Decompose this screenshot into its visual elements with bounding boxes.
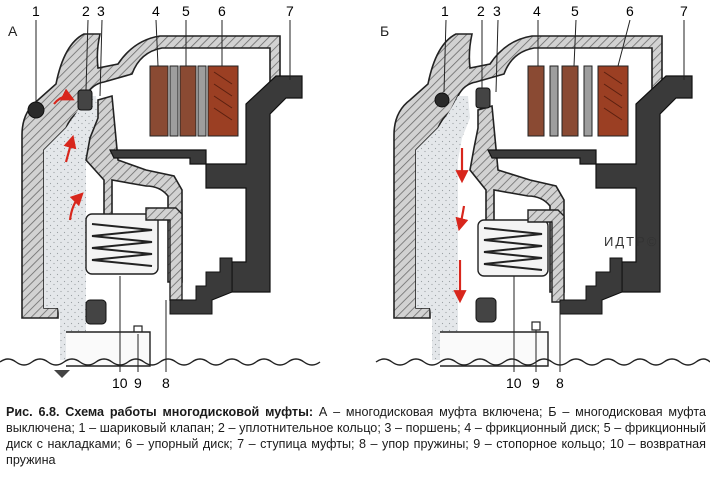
return-spring bbox=[477, 219, 549, 277]
label-9: 9 bbox=[134, 375, 142, 391]
break-line bbox=[0, 358, 321, 366]
caption-lead: Рис. 6.8. Схема работы многодисковой муф… bbox=[6, 405, 314, 419]
label-8: 8 bbox=[556, 375, 564, 391]
ball-valve bbox=[434, 92, 450, 108]
leader-lines bbox=[35, 19, 291, 372]
disc-pack bbox=[527, 65, 629, 137]
label-9: 9 bbox=[532, 375, 540, 391]
clutch-hub bbox=[109, 75, 303, 293]
lower-seal bbox=[85, 299, 107, 325]
label-1: 1 bbox=[32, 3, 40, 19]
panel-disengaged: Б bbox=[375, 3, 710, 391]
label-8: 8 bbox=[162, 375, 170, 391]
label-4: 4 bbox=[152, 3, 160, 19]
panel-letter: А bbox=[8, 23, 18, 39]
oil-flow-arrows bbox=[453, 148, 469, 304]
label-7: 7 bbox=[286, 3, 294, 19]
label-6: 6 bbox=[626, 3, 634, 19]
ball-valve bbox=[27, 101, 45, 119]
hub-base-steps bbox=[559, 257, 623, 315]
shaft bbox=[440, 331, 549, 367]
label-10: 10 bbox=[112, 375, 128, 391]
label-4: 4 bbox=[533, 3, 541, 19]
oil-channel bbox=[44, 96, 98, 360]
panel-letter: Б bbox=[380, 23, 389, 39]
label-3: 3 bbox=[97, 3, 105, 19]
label-5: 5 bbox=[182, 3, 190, 19]
hub-base-steps bbox=[169, 257, 233, 315]
disc-pack bbox=[149, 65, 239, 137]
return-spring bbox=[85, 213, 159, 275]
spring-stop bbox=[527, 209, 565, 303]
shaft bbox=[66, 331, 151, 367]
watermark: ИДТР© bbox=[604, 234, 658, 249]
figure-caption: Рис. 6.8. Схема работы многодисковой муф… bbox=[6, 404, 706, 468]
retaining-ring bbox=[531, 321, 541, 331]
label-7: 7 bbox=[680, 3, 688, 19]
label-6: 6 bbox=[218, 3, 226, 19]
oil-flow-arrows bbox=[53, 88, 84, 221]
seal-ring bbox=[475, 87, 491, 109]
caption-body: А – многодисковая муфта включена; Б – мн… bbox=[6, 405, 707, 467]
label-5: 5 bbox=[571, 3, 579, 19]
clutch-hub bbox=[487, 75, 693, 293]
leader-lines bbox=[443, 19, 685, 372]
lower-seal bbox=[475, 297, 497, 323]
label-3: 3 bbox=[493, 3, 501, 19]
label-10: 10 bbox=[506, 375, 522, 391]
oil-inlet-arrow bbox=[54, 370, 70, 378]
clutch-diagram: А bbox=[0, 3, 710, 391]
label-1: 1 bbox=[441, 3, 449, 19]
panel-engaged: А bbox=[0, 3, 321, 391]
label-2: 2 bbox=[82, 3, 90, 19]
break-line bbox=[375, 358, 710, 366]
seal-ring bbox=[77, 89, 93, 111]
label-2: 2 bbox=[477, 3, 485, 19]
